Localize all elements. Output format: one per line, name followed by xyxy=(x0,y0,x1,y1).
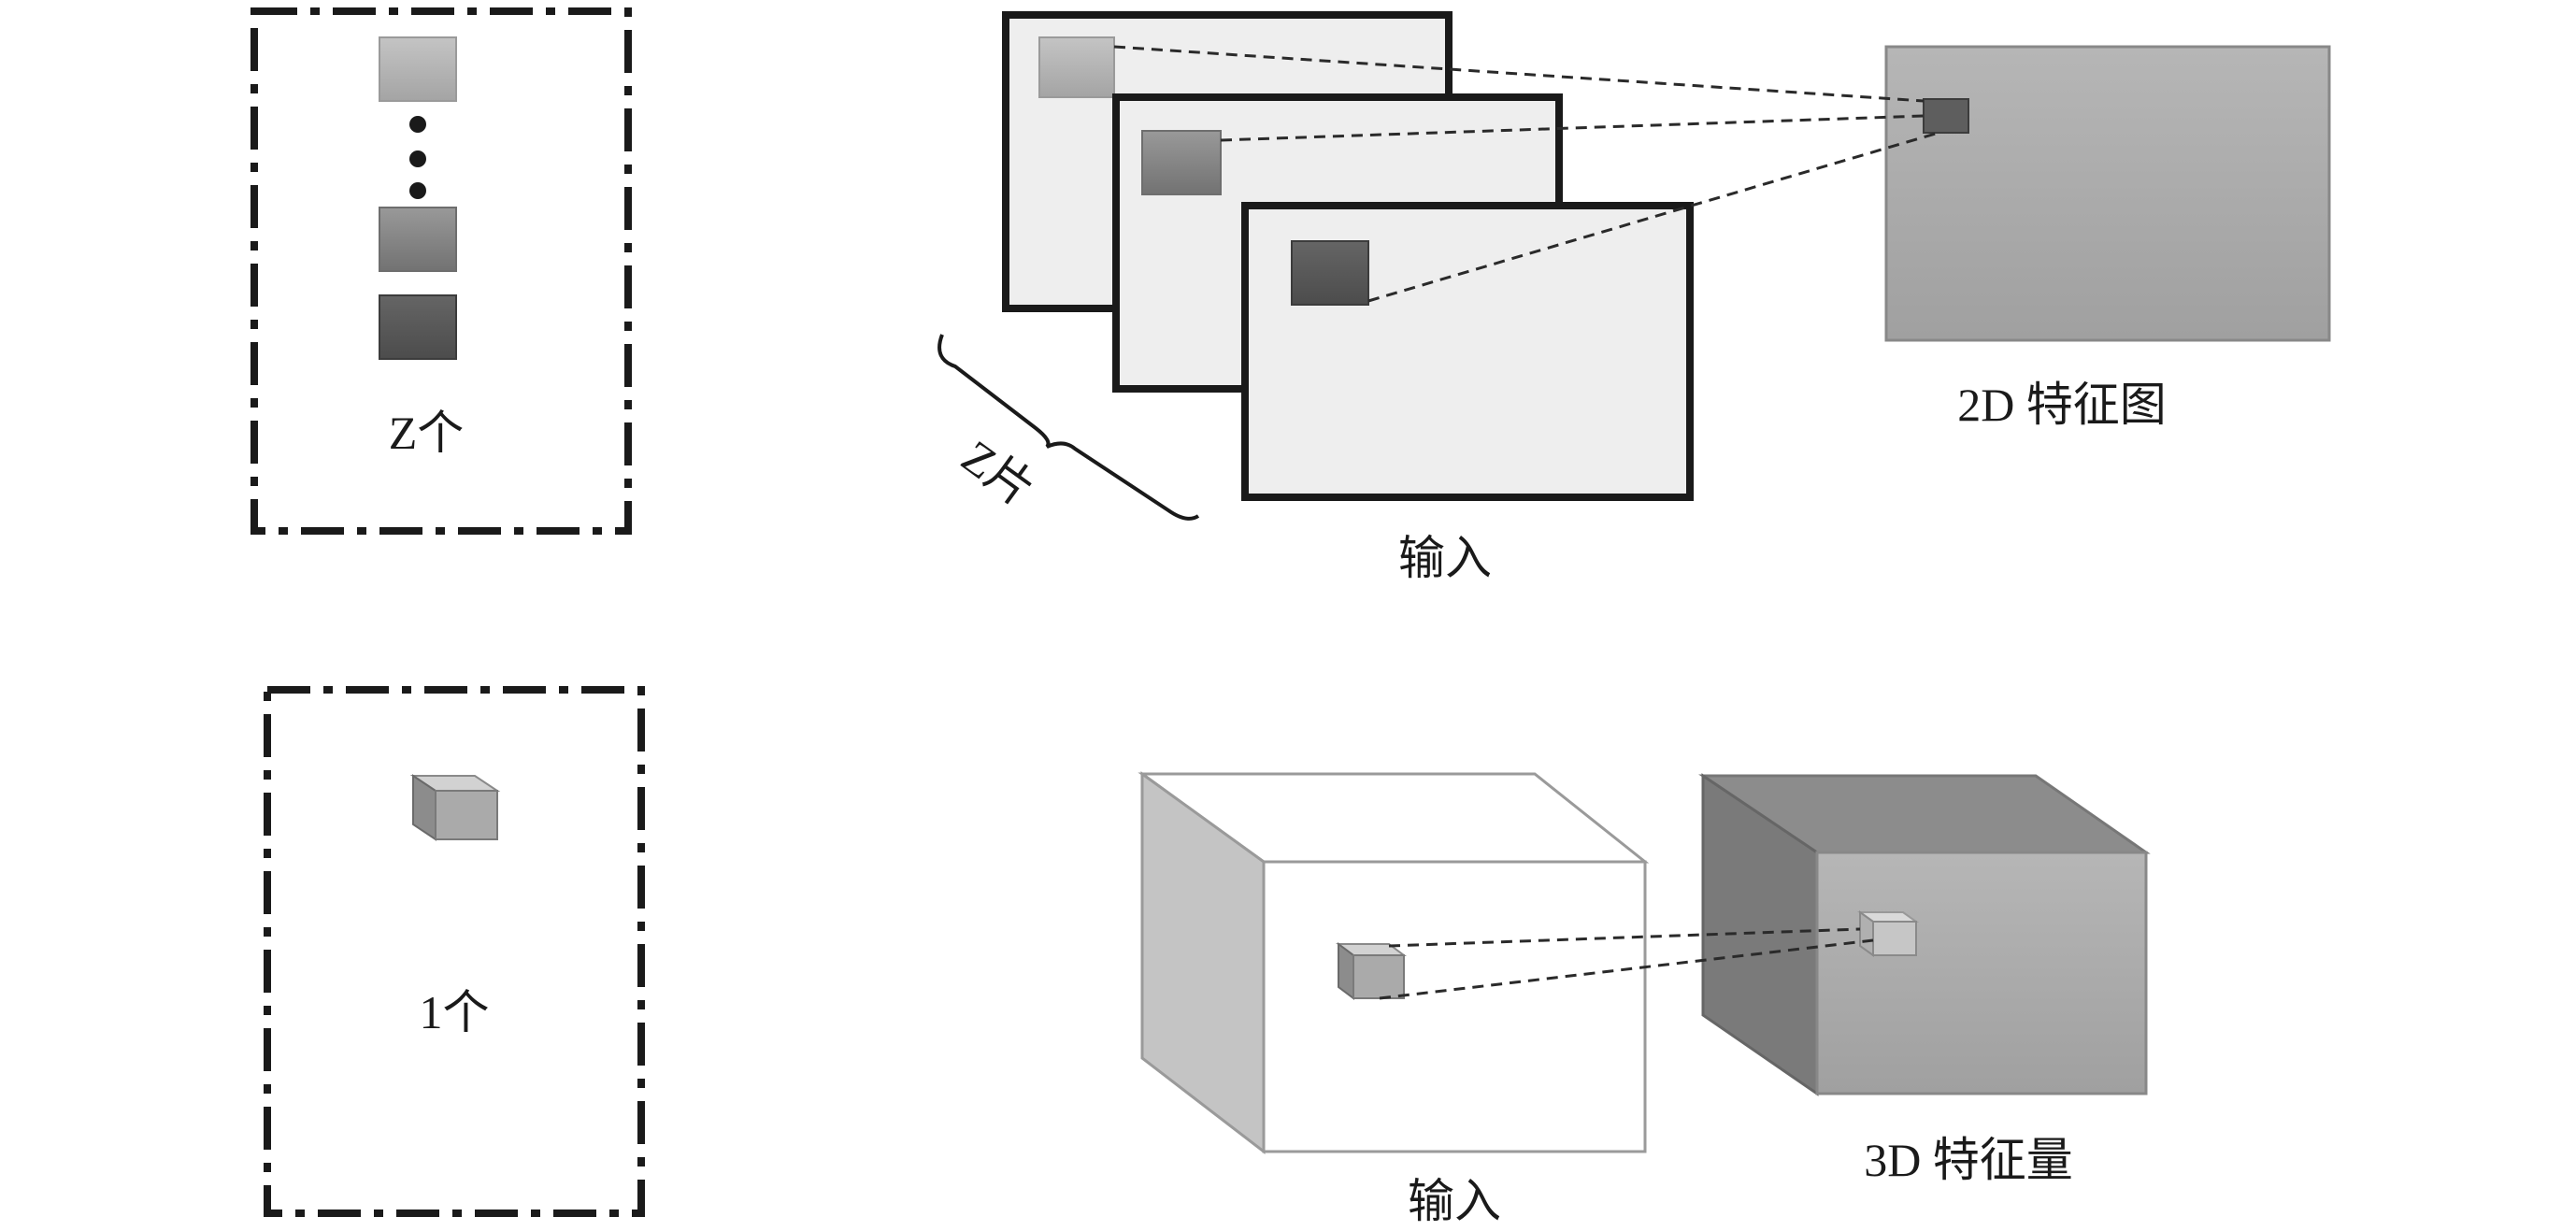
feature-volume-3d-label: 3D 特征量 xyxy=(1864,1134,2073,1186)
feature-map-2d xyxy=(1884,45,2331,342)
projection-line xyxy=(1379,938,1874,1000)
top-kernel-group: Z个 xyxy=(250,7,632,535)
projection-line xyxy=(1367,131,1939,303)
bottom-input-label: 输入 xyxy=(1408,1175,1501,1227)
feature-volume-3d xyxy=(1698,773,2151,1096)
feature-map-2d-label: 2D 特征图 xyxy=(1957,379,2167,431)
kernel-square-light xyxy=(379,36,457,102)
ellipsis-dot xyxy=(409,182,426,199)
bottom-projection-lines xyxy=(1379,927,1874,1000)
slice-patch-mid xyxy=(1141,130,1222,195)
projection-line xyxy=(1388,927,1861,948)
slices-label: Z片 xyxy=(952,430,1044,517)
feature-map-2d-plane xyxy=(1884,45,2331,342)
top-input-slices xyxy=(1002,11,1694,501)
top-kernel-dashed-frame xyxy=(250,7,632,535)
slices-brace xyxy=(937,334,1200,521)
input-cube-front-face xyxy=(1262,860,1647,1153)
bottom-kernel-dashed-frame xyxy=(264,686,645,1217)
feature-volume-front-face xyxy=(1815,851,2148,1095)
kernel-cube-front-face xyxy=(435,790,498,840)
input-cube-patch xyxy=(1336,942,1407,1000)
projection-line xyxy=(1113,45,1925,103)
output-cell-front-face xyxy=(1872,921,1917,956)
slice-patch-light xyxy=(1038,36,1115,98)
ellipsis-dot xyxy=(409,116,426,133)
slice-patch-dark xyxy=(1291,240,1369,306)
kernel-cube-small xyxy=(409,774,501,841)
projection-line xyxy=(1220,114,1925,142)
top-kernel-count-label: Z个 xyxy=(389,407,465,459)
input-patch-front-face xyxy=(1352,954,1405,999)
ellipsis-dot xyxy=(409,150,426,167)
kernel-square-dark xyxy=(379,294,457,360)
top-projection-lines xyxy=(1113,45,1939,303)
bottom-kernel-count-label: 1个 xyxy=(420,986,490,1038)
kernel-square-mid xyxy=(379,207,457,272)
input-cube-3d xyxy=(1138,771,1650,1155)
bottom-kernel-group: 1个 xyxy=(264,686,645,1217)
top-input-label: 输入 xyxy=(1398,532,1492,584)
feature-map-2d-output-cell xyxy=(1923,98,1969,134)
feature-volume-output-cell xyxy=(1856,910,1920,957)
